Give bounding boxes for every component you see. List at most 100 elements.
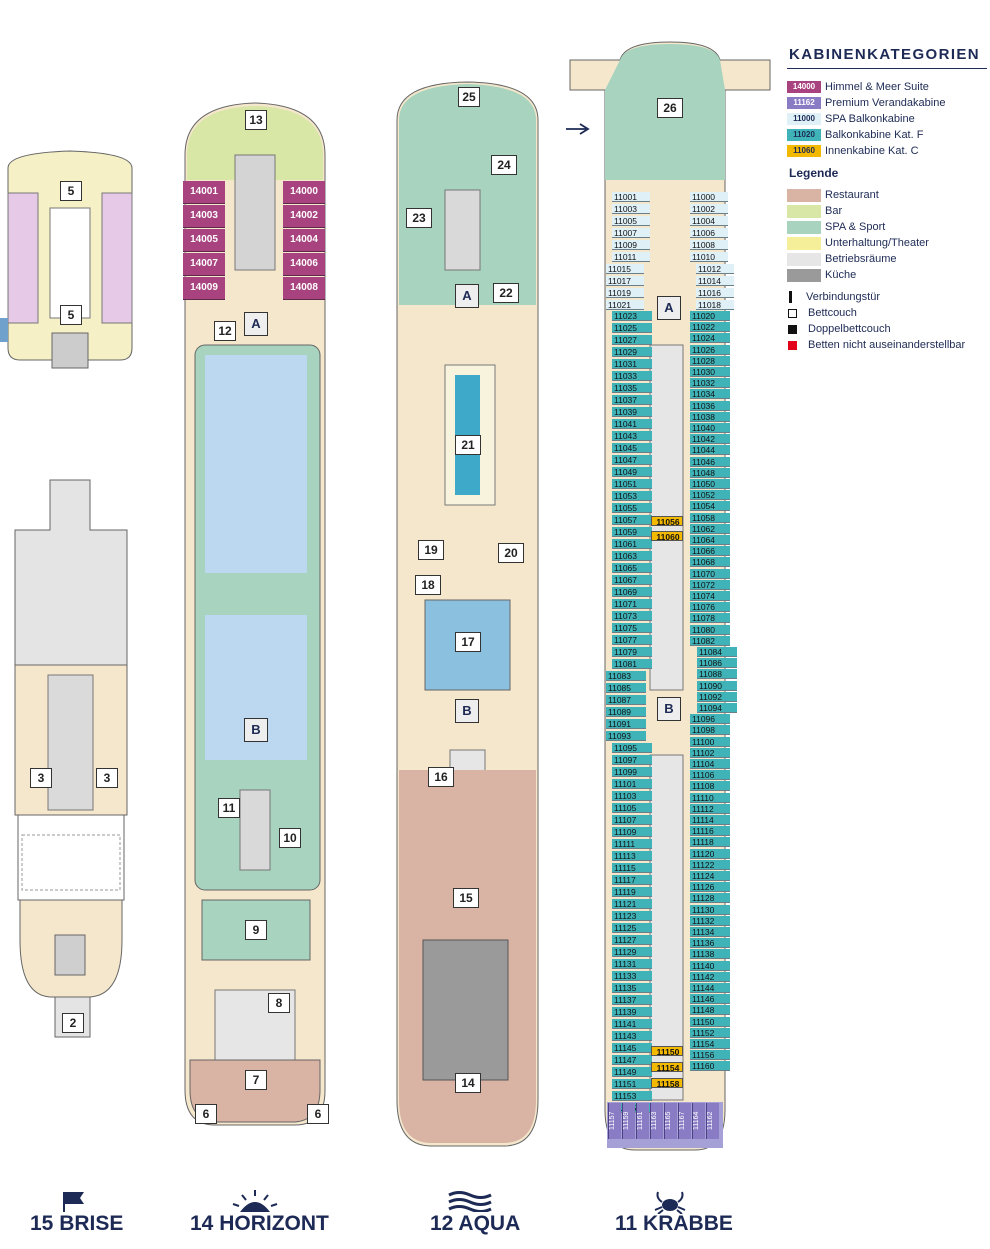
spa-cabin[interactable]: 11014 <box>696 276 734 286</box>
spa-cabin[interactable]: 11007 <box>612 228 650 238</box>
balcony-cabin[interactable]: 11151 <box>612 1079 652 1089</box>
balcony-cabin[interactable]: 11141 <box>612 1019 652 1029</box>
balcony-cabin[interactable]: 11025 <box>612 323 652 333</box>
suite-cabin[interactable]: 14007 <box>183 253 225 276</box>
inside-cabin[interactable]: 11060 <box>651 531 683 542</box>
balcony-cabin[interactable]: 11105 <box>612 803 652 813</box>
balcony-cabin[interactable]: 11086 <box>697 658 737 669</box>
spa-cabin[interactable]: 11016 <box>696 288 734 298</box>
balcony-cabin[interactable]: 11081 <box>612 659 652 669</box>
balcony-cabin[interactable]: 11045 <box>612 443 652 453</box>
balcony-cabin[interactable]: 11107 <box>612 815 652 825</box>
premium-veranda-cabin[interactable]: 11167 <box>678 1103 691 1139</box>
balcony-cabin[interactable]: 11147 <box>612 1055 652 1065</box>
inside-cabin[interactable]: 11154 <box>651 1062 683 1073</box>
spa-cabin[interactable]: 11021 <box>606 300 644 310</box>
balcony-cabin[interactable]: 11140 <box>690 960 730 971</box>
balcony-cabin[interactable]: 11083 <box>606 671 646 681</box>
balcony-cabin[interactable]: 11120 <box>690 848 730 859</box>
premium-veranda-cabin[interactable]: 11157 <box>608 1103 621 1139</box>
spa-cabin[interactable]: 11001 <box>612 192 650 202</box>
balcony-cabin[interactable]: 11069 <box>612 587 652 597</box>
balcony-cabin[interactable]: 11068 <box>690 557 730 568</box>
balcony-cabin[interactable]: 11116 <box>690 826 730 837</box>
balcony-cabin[interactable]: 11135 <box>612 983 652 993</box>
balcony-cabin[interactable]: 11126 <box>690 882 730 893</box>
balcony-cabin[interactable]: 11061 <box>612 539 652 549</box>
balcony-cabin[interactable]: 11053 <box>612 491 652 501</box>
balcony-cabin[interactable]: 11048 <box>690 467 730 478</box>
balcony-cabin[interactable]: 11102 <box>690 747 730 758</box>
balcony-cabin[interactable]: 11043 <box>612 431 652 441</box>
balcony-cabin[interactable]: 11027 <box>612 335 652 345</box>
balcony-cabin[interactable]: 11124 <box>690 871 730 881</box>
balcony-cabin[interactable]: 11098 <box>690 725 730 736</box>
premium-veranda-cabin[interactable]: 11163 <box>650 1103 663 1139</box>
spa-cabin[interactable]: 11002 <box>690 204 728 214</box>
balcony-cabin[interactable]: 11023 <box>612 311 652 321</box>
balcony-cabin[interactable]: 11030 <box>690 367 730 377</box>
balcony-cabin[interactable]: 11150 <box>690 1016 730 1027</box>
balcony-cabin[interactable]: 11112 <box>690 803 730 814</box>
balcony-cabin[interactable]: 11160 <box>690 1061 730 1072</box>
balcony-cabin[interactable]: 11031 <box>612 359 652 369</box>
balcony-cabin[interactable]: 11142 <box>690 971 730 982</box>
balcony-cabin[interactable]: 11100 <box>690 736 730 747</box>
balcony-cabin[interactable]: 11064 <box>690 535 730 545</box>
balcony-cabin[interactable]: 11057 <box>612 515 652 525</box>
balcony-cabin[interactable]: 11129 <box>612 947 652 957</box>
balcony-cabin[interactable]: 11089 <box>606 707 646 717</box>
suite-cabin[interactable]: 14003 <box>183 205 225 228</box>
balcony-cabin[interactable]: 11042 <box>690 434 730 445</box>
balcony-cabin[interactable]: 11059 <box>612 527 652 537</box>
balcony-cabin[interactable]: 11123 <box>612 911 652 921</box>
balcony-cabin[interactable]: 11099 <box>612 767 652 777</box>
balcony-cabin[interactable]: 11032 <box>690 378 730 389</box>
balcony-cabin[interactable]: 11080 <box>690 624 730 635</box>
balcony-cabin[interactable]: 11041 <box>612 419 652 429</box>
balcony-cabin[interactable]: 11117 <box>612 875 652 885</box>
balcony-cabin[interactable]: 11137 <box>612 995 652 1005</box>
balcony-cabin[interactable]: 11101 <box>612 779 652 789</box>
balcony-cabin[interactable]: 11136 <box>690 938 730 949</box>
spa-cabin[interactable]: 11011 <box>612 252 650 262</box>
balcony-cabin[interactable]: 11082 <box>690 635 730 646</box>
balcony-cabin[interactable]: 11070 <box>690 568 730 579</box>
balcony-cabin[interactable]: 11067 <box>612 575 652 585</box>
balcony-cabin[interactable]: 11121 <box>612 899 652 909</box>
balcony-cabin[interactable]: 11084 <box>697 647 737 657</box>
suite-cabin[interactable]: 14001 <box>183 181 225 204</box>
balcony-cabin[interactable]: 11103 <box>612 791 652 801</box>
balcony-cabin[interactable]: 11052 <box>690 490 730 501</box>
balcony-cabin[interactable]: 11077 <box>612 635 652 645</box>
balcony-cabin[interactable]: 11138 <box>690 949 730 960</box>
spa-cabin[interactable]: 11017 <box>606 276 644 286</box>
spa-cabin[interactable]: 11008 <box>690 240 728 250</box>
balcony-cabin[interactable]: 11132 <box>690 915 730 926</box>
balcony-cabin[interactable]: 11037 <box>612 395 652 405</box>
spa-cabin[interactable]: 11010 <box>690 252 728 262</box>
balcony-cabin[interactable]: 11106 <box>690 770 730 781</box>
balcony-cabin[interactable]: 11114 <box>690 815 730 825</box>
balcony-cabin[interactable]: 11046 <box>690 456 730 467</box>
balcony-cabin[interactable]: 11051 <box>612 479 652 489</box>
balcony-cabin[interactable]: 11072 <box>690 579 730 590</box>
spa-cabin[interactable]: 11019 <box>606 288 644 298</box>
balcony-cabin[interactable]: 11034 <box>690 389 730 400</box>
spa-cabin[interactable]: 11012 <box>696 264 734 274</box>
balcony-cabin[interactable]: 11143 <box>612 1031 652 1041</box>
spa-cabin[interactable]: 11015 <box>606 264 644 274</box>
balcony-cabin[interactable]: 11148 <box>690 1005 730 1016</box>
balcony-cabin[interactable]: 11154 <box>690 1039 730 1049</box>
balcony-cabin[interactable]: 11111 <box>612 839 652 849</box>
suite-cabin[interactable]: 14004 <box>283 229 325 252</box>
balcony-cabin[interactable]: 11049 <box>612 467 652 477</box>
balcony-cabin[interactable]: 11090 <box>697 680 737 691</box>
spa-cabin[interactable]: 11005 <box>612 216 650 226</box>
balcony-cabin[interactable]: 11075 <box>612 623 652 633</box>
balcony-cabin[interactable]: 11097 <box>612 755 652 765</box>
suite-cabin[interactable]: 14006 <box>283 253 325 276</box>
balcony-cabin[interactable]: 11058 <box>690 512 730 523</box>
balcony-cabin[interactable]: 11093 <box>606 731 646 741</box>
premium-veranda-cabin[interactable]: 11164 <box>692 1103 705 1139</box>
